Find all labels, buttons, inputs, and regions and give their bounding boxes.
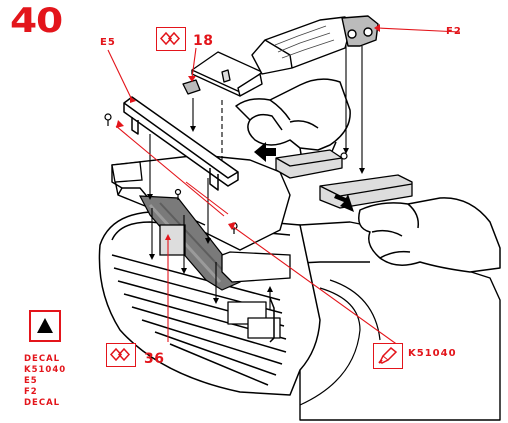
legend-item: F2 bbox=[24, 387, 38, 397]
hand-lower bbox=[358, 197, 501, 273]
mesh-strip bbox=[138, 195, 241, 291]
arrowheads bbox=[147, 126, 365, 304]
legend-item: K51040 bbox=[24, 365, 67, 375]
part-f2 bbox=[237, 15, 379, 97]
triangle-decal-icon bbox=[29, 310, 61, 342]
diamond-glue-icon bbox=[106, 343, 136, 367]
assembly-guides bbox=[149, 45, 363, 310]
legend-item: DECAL bbox=[24, 398, 61, 408]
decal-legend: DECAL K51040 E5 F2 DECAL bbox=[24, 354, 66, 409]
hand-upper bbox=[235, 78, 351, 161]
diamond-glue-icon bbox=[156, 27, 186, 51]
label-e5: E5 bbox=[100, 37, 116, 48]
bumper-block-left bbox=[275, 149, 343, 179]
label-f2: F2 bbox=[446, 26, 462, 37]
red-arrowheads bbox=[116, 24, 380, 240]
red-leaders bbox=[107, 27, 461, 349]
bumper-block-lower bbox=[111, 161, 143, 183]
step-number: 40 bbox=[10, 1, 63, 41]
legend-item: E5 bbox=[24, 376, 38, 386]
paint-brush-icon bbox=[373, 343, 403, 369]
label-36: 36 bbox=[144, 351, 165, 367]
bumper-insert bbox=[159, 224, 291, 283]
label-k51040: K51040 bbox=[408, 348, 457, 359]
legend-item: DECAL bbox=[24, 354, 61, 364]
label-18: 18 bbox=[193, 33, 214, 49]
bar-e5 bbox=[123, 96, 239, 191]
